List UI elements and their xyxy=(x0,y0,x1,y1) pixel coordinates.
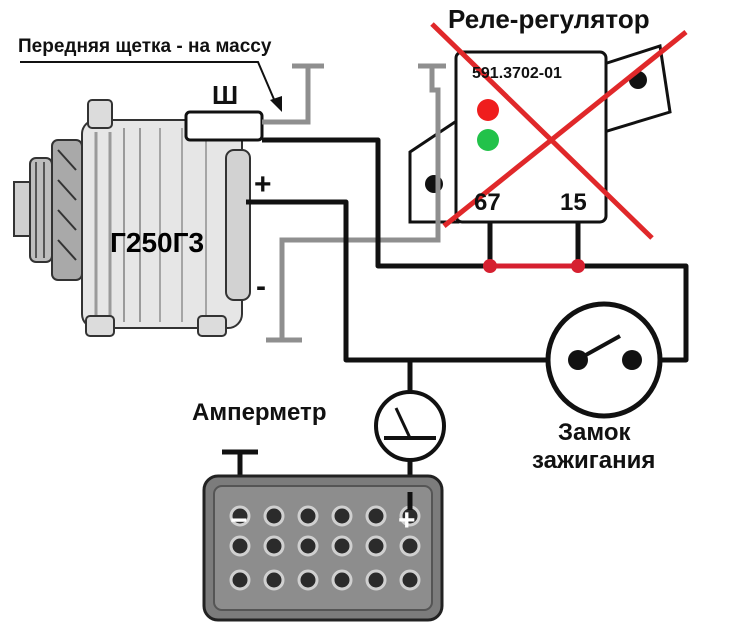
regulator-title: Реле-регулятор xyxy=(448,4,650,34)
battery-plus-label: + xyxy=(398,504,416,537)
ammeter xyxy=(374,390,446,462)
pin-15-label: 15 xyxy=(560,189,587,216)
battery-cell-cap xyxy=(297,505,319,527)
brush-holder xyxy=(184,110,264,142)
brush-terminal-label: Ш xyxy=(212,80,238,110)
ignition-switch xyxy=(545,301,663,419)
front-brush-pointer xyxy=(20,61,282,112)
indicator-green xyxy=(477,129,499,151)
battery-cell-cap xyxy=(365,535,387,557)
regulator-model: 591.3702-01 xyxy=(472,65,562,82)
battery-cell-cap xyxy=(297,569,319,591)
battery-cell-cap xyxy=(229,535,251,557)
battery-cells xyxy=(229,505,421,591)
ground-wires xyxy=(262,63,446,343)
battery-cell-cap xyxy=(365,505,387,527)
ammeter-label: Амперметр xyxy=(192,399,326,426)
battery-cell-cap xyxy=(331,505,353,527)
ignition-label-line2: зажигания xyxy=(532,447,655,474)
battery-cell-cap xyxy=(331,569,353,591)
battery-cell-cap xyxy=(331,535,353,557)
battery-cell-cap xyxy=(399,535,421,557)
voltage-regulator xyxy=(408,44,672,224)
battery-minus-label: − xyxy=(230,504,248,537)
regulator-crossout xyxy=(430,22,688,240)
indicator-red xyxy=(477,99,499,121)
generator xyxy=(13,99,251,337)
battery-cell-cap xyxy=(263,535,285,557)
ignition-label-line1: Замок xyxy=(558,419,631,446)
plus-terminal-label: + xyxy=(254,168,272,201)
front-brush-label: Передняя щетка - на массу xyxy=(18,36,272,57)
battery-cell-cap xyxy=(297,535,319,557)
generator-label: Г250Г3 xyxy=(110,227,204,258)
battery-cell-cap xyxy=(229,505,251,527)
battery-cell-cap xyxy=(263,569,285,591)
battery-cell-cap xyxy=(229,569,251,591)
jumper-node-67 xyxy=(483,259,497,273)
pin-67-label: 67 xyxy=(474,189,501,216)
battery-cell-cap xyxy=(399,569,421,591)
jumper-node-15 xyxy=(571,259,585,273)
battery-cell-cap xyxy=(365,569,387,591)
minus-terminal-label: - xyxy=(256,270,266,303)
battery-cell-cap xyxy=(263,505,285,527)
